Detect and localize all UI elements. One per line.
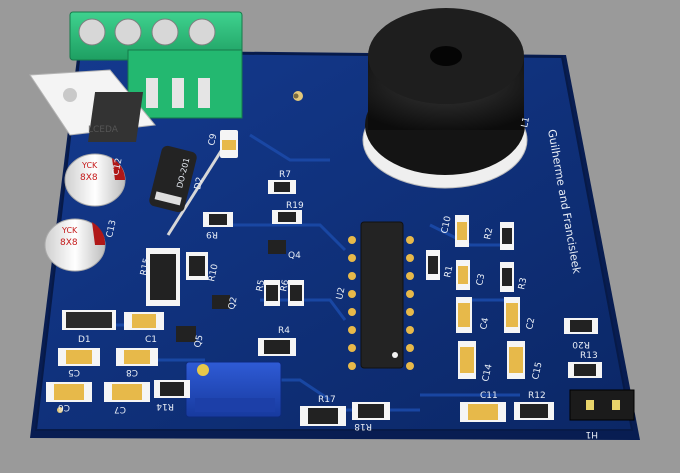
ref-h1: H1 — [586, 429, 599, 439]
ref-l1: L1 — [520, 116, 532, 129]
ref-r7: R7 — [279, 170, 291, 180]
ref-r20: R20 — [572, 339, 590, 349]
ref-r6: R6 — [279, 279, 291, 293]
cap2-value: 8X8 — [60, 238, 78, 248]
ref-c8: C8 — [126, 367, 138, 377]
ref-r2: R2 — [483, 227, 495, 241]
ref-c1: C1 — [145, 335, 157, 345]
ref-r3: R3 — [517, 277, 529, 291]
ref-r13: R13 — [580, 351, 598, 361]
mounting-holes — [57, 91, 303, 413]
ref-d1: D1 — [78, 335, 91, 345]
cap1-brand: YCK — [81, 161, 98, 170]
capacitor-c13: YCK 8X8 — [44, 218, 106, 272]
ref-r19: R19 — [286, 201, 304, 211]
voltage-regulator: LCEDA — [29, 69, 156, 142]
ref-c9: C9 — [207, 133, 219, 147]
ref-r17: R17 — [318, 395, 336, 405]
ref-r15: R15 — [139, 257, 152, 276]
cap2-brand: YCK — [61, 226, 78, 235]
ic-u2 — [348, 221, 414, 370]
brand-label: LCEDA — [88, 125, 119, 135]
ref-r5: R5 — [255, 279, 267, 293]
cap1-value: 8X8 — [80, 173, 98, 183]
diode-d2: DO-201 — [149, 139, 230, 236]
smd-components — [46, 130, 602, 426]
ref-c11: C11 — [480, 391, 498, 401]
terminal-block — [69, 11, 243, 119]
ref-u2: U2 — [335, 286, 347, 300]
ref-c3: C3 — [475, 273, 487, 287]
ref-c6: C6 — [58, 402, 70, 412]
ref-r12: R12 — [528, 391, 546, 401]
capacitor-c12: YCK 8X8 — [64, 153, 126, 207]
ref-r14: R14 — [156, 401, 174, 411]
inductor-l1 — [362, 8, 528, 189]
ref-c5: C5 — [68, 367, 80, 377]
trimmer-potentiometer — [185, 361, 282, 418]
ref-c7: C7 — [114, 404, 126, 414]
ref-c13: C13 — [105, 219, 118, 238]
ref-c14: C14 — [481, 363, 495, 383]
ref-d2: D2 — [193, 176, 205, 190]
ref-q5: Q5 — [193, 334, 205, 349]
ref-q4: Q4 — [288, 251, 301, 261]
ref-c10: C10 — [440, 215, 454, 235]
ref-r1: R1 — [443, 265, 455, 279]
ref-c2: C2 — [525, 317, 537, 331]
ref-q2: Q2 — [227, 296, 239, 311]
ref-c15: C15 — [531, 361, 544, 380]
ref-r18: R18 — [354, 421, 372, 431]
ref-r9: R9 — [206, 229, 218, 239]
ref-r4: R4 — [278, 326, 290, 336]
ref-c4: C4 — [479, 317, 491, 331]
ref-r10: R10 — [207, 263, 221, 283]
ref-c12: C12 — [111, 157, 124, 176]
header-h1 — [569, 389, 635, 421]
